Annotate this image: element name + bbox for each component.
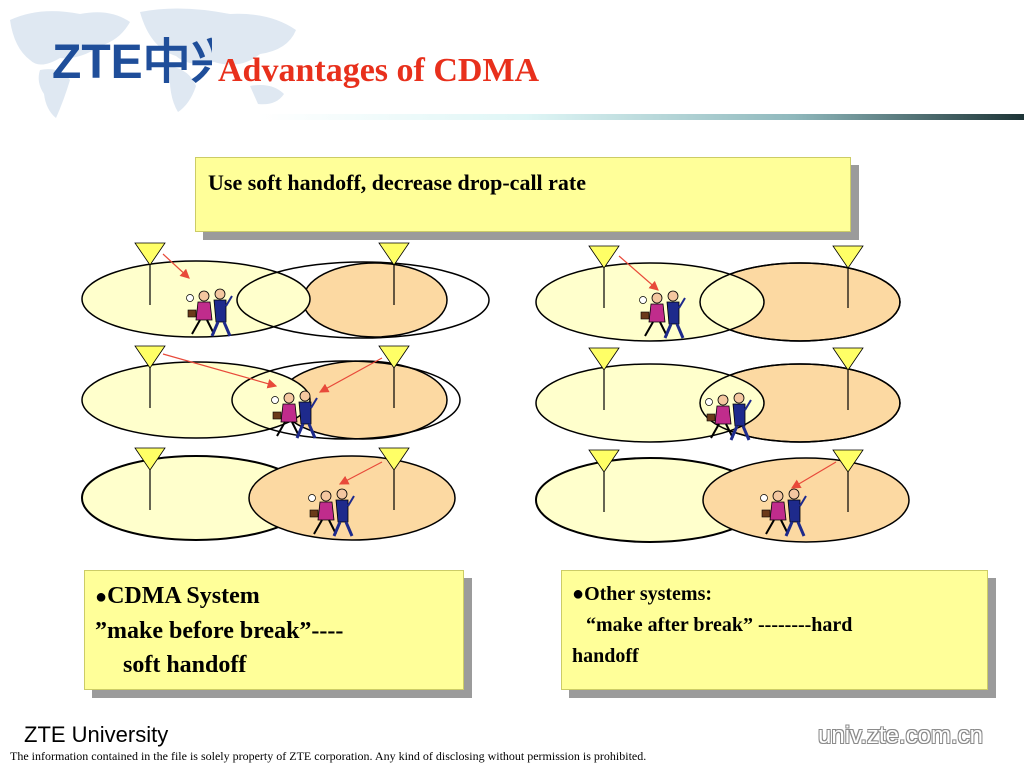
cell-right [302, 262, 448, 338]
other-line-1: Other systems: [584, 583, 713, 605]
page-title: Advantages of CDMA [218, 52, 540, 89]
cell-left [81, 361, 311, 439]
other-heading: ●Other systems: [572, 579, 987, 610]
signal-arrow-icon [338, 461, 383, 485]
cdma-row-2 [81, 345, 461, 440]
signal-arrow-icon [618, 255, 659, 291]
title-underline [258, 114, 1024, 120]
other-row-3 [535, 449, 910, 543]
cell-left [535, 363, 765, 443]
footer-university: ZTE University [24, 722, 169, 747]
other-systems-box: ●Other systems: “make after break” -----… [561, 570, 988, 690]
logo-text: ZTE中兴 [52, 36, 212, 89]
cell-left [535, 262, 765, 342]
world-map-icon [10, 8, 296, 118]
other-line-3: handoff [572, 645, 639, 667]
footer-url: univ.zte.com.cn [818, 722, 983, 749]
cdma-row-3 [81, 447, 456, 541]
other-line-2: “make after break” --------hard [586, 614, 853, 636]
cdma-heading: ●CDMA System [95, 579, 463, 614]
cdma-system-box: ●CDMA System ”make before break”---- sof… [84, 570, 464, 690]
other-row-1 [535, 245, 901, 342]
zte-logo-icon: ZTE中兴 [52, 36, 212, 89]
cdma-line-3: soft handoff [123, 652, 247, 678]
cdma-line-2: ”make before break”---- [95, 618, 344, 644]
cell-right [702, 457, 910, 543]
signal-arrow-icon [162, 253, 190, 279]
bullet-icon: ● [95, 586, 108, 608]
other-row-2 [535, 347, 901, 443]
cdma-row-1 [81, 242, 490, 339]
footer-disclaimer: The information contained in the file is… [10, 749, 647, 763]
signal-arrow-icon [162, 353, 278, 389]
soft-handoff-callout: Use soft handoff, decrease drop-call rat… [195, 157, 851, 232]
signal-arrow-icon [790, 461, 837, 489]
cdma-line-1: CDMA System [107, 583, 260, 609]
callout-text: Use soft handoff, decrease drop-call rat… [208, 170, 587, 195]
bullet-icon: ● [572, 583, 585, 605]
signal-arrow-icon [318, 357, 383, 393]
